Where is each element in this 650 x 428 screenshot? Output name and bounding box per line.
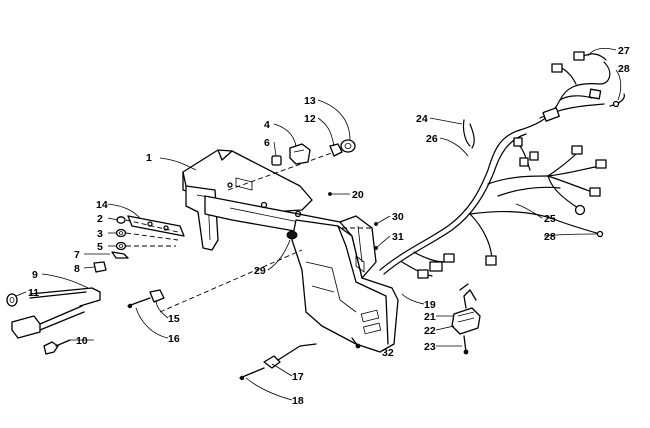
wiring-harness [342, 51, 625, 279]
callout-13: 13 [304, 95, 316, 107]
callout-27: 27 [618, 45, 630, 57]
voltage-regulator [451, 283, 481, 355]
relay-switches [271, 139, 356, 166]
callout-11: 11 [28, 287, 39, 299]
callout-8: 8 [74, 263, 80, 275]
ground-and-fasteners [127, 289, 361, 381]
callout-17: 17 [292, 371, 304, 383]
callout-14: 14 [96, 199, 108, 211]
leader-lines [15, 48, 622, 401]
ignition-switch-assembly [6, 287, 101, 355]
callout-31: 31 [392, 231, 404, 243]
callout-3: 3 [97, 228, 103, 240]
callout-25: 25 [544, 213, 556, 225]
callout-21: 21 [424, 311, 436, 323]
callout-19: 19 [424, 299, 436, 311]
callout-2: 2 [97, 213, 103, 225]
callout-5: 5 [97, 241, 103, 253]
callout-20: 20 [352, 189, 364, 201]
callout-23: 23 [424, 341, 436, 353]
callout-28-upper: 28 [618, 63, 630, 75]
callout-22: 22 [424, 325, 436, 337]
callout-24: 24 [416, 113, 428, 125]
callout-4: 4 [264, 119, 270, 131]
callout-29: 29 [254, 265, 266, 277]
callout-6: 6 [264, 137, 270, 149]
callout-26: 26 [426, 133, 438, 145]
callout-16: 16 [168, 333, 180, 345]
callout-15: 15 [168, 313, 180, 325]
callout-18: 18 [292, 395, 304, 407]
callout-30: 30 [392, 211, 404, 223]
callout-32: 32 [382, 347, 394, 359]
callout-10: 10 [76, 335, 88, 347]
callout-28-lower: 28 [544, 231, 556, 243]
callout-labels: 1 2 3 4 5 6 7 8 9 10 11 12 13 14 15 16 1… [28, 45, 630, 407]
callout-7: 7 [74, 249, 80, 261]
callout-12: 12 [304, 113, 316, 125]
callout-1: 1 [146, 152, 152, 164]
callout-9: 9 [32, 269, 38, 281]
main-bracket [182, 149, 399, 353]
